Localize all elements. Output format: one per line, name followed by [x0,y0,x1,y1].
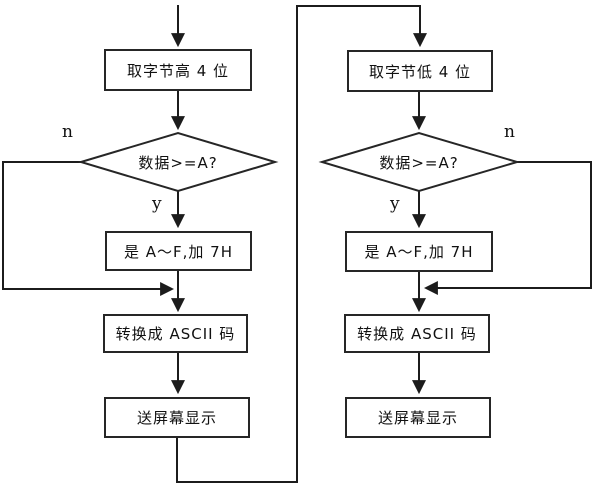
edge-right-decision-no-bypass [423,161,592,295]
right-decision-no-label: n [504,122,515,142]
node-right-convert-ascii: 转换成 ASCII 码 [344,314,490,353]
left-decision-no-label: n [62,122,73,142]
left-decision-yes-label: y [152,194,162,214]
right-decision-shape [318,131,521,193]
node-left-decision-label: 数据>=A? [138,153,218,172]
right-decision-yes-label: y [390,194,400,214]
node-right-decision-label: 数据>=A? [379,153,459,172]
edge-left-decision-no-bypass [2,161,175,296]
edge-left-box4-to-right-box1 [176,5,427,483]
left-decision-shape [77,131,279,193]
node-right-send-display: 送屏幕显示 [345,397,491,438]
node-right-take-low-4bits: 取字节低 4 位 [347,50,493,92]
node-left-take-high-4bits: 取字节高 4 位 [104,49,252,91]
node-left-convert-ascii: 转换成 ASCII 码 [103,314,248,353]
node-right-add-7h: 是 A～F,加 7H [345,231,493,272]
node-left-add-7h: 是 A～F,加 7H [105,231,252,271]
node-left-send-display: 送屏幕显示 [104,397,250,438]
